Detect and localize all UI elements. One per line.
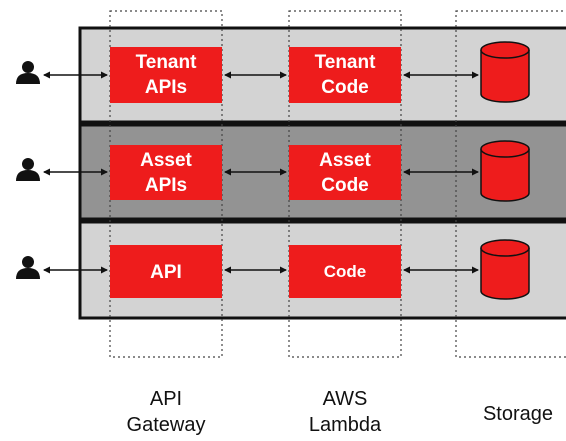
tenant-apis-label-line2: APIs bbox=[145, 77, 187, 98]
asset-code-label-line2: Code bbox=[321, 175, 369, 196]
asset-code-box: Asset Code bbox=[289, 145, 401, 200]
column-label-aws-lambda-line2: Lambda bbox=[309, 414, 382, 436]
column-label-aws-lambda-line1: AWS bbox=[323, 388, 368, 410]
database-cylinder-icon bbox=[480, 239, 530, 300]
code-label: Code bbox=[324, 262, 367, 281]
asset-apis-box: Asset APIs bbox=[110, 145, 222, 200]
tenant-code-label-line1: Tenant bbox=[315, 52, 377, 73]
asset-code-label-line1: Asset bbox=[319, 150, 371, 171]
column-label-storage: Storage bbox=[483, 403, 553, 425]
api-box: API bbox=[110, 245, 222, 298]
api-label: API bbox=[150, 262, 182, 283]
column-label-api-gateway-line1: API bbox=[150, 388, 182, 410]
row-tenant: Tenant APIs Tenant Code bbox=[16, 41, 530, 103]
row-asset: Asset APIs Asset Code bbox=[16, 140, 530, 202]
database-cylinder-icon bbox=[480, 41, 530, 103]
tenant-apis-box: Tenant APIs bbox=[110, 47, 222, 103]
tenant-code-box: Tenant Code bbox=[289, 47, 401, 103]
asset-apis-label-line2: APIs bbox=[145, 175, 187, 196]
asset-apis-label-line1: Asset bbox=[140, 150, 192, 171]
user-icon bbox=[16, 256, 40, 279]
row-basic: API Code bbox=[16, 239, 530, 300]
code-box: Code bbox=[289, 245, 401, 298]
database-cylinder-icon bbox=[480, 140, 530, 202]
user-icon bbox=[16, 61, 40, 84]
tenant-code-label-line2: Code bbox=[321, 77, 369, 98]
column-outline-storage bbox=[455, 10, 566, 358]
tenant-apis-label-line1: Tenant bbox=[136, 52, 198, 73]
column-label-api-gateway-line2: Gateway bbox=[127, 414, 206, 436]
user-icon bbox=[16, 158, 40, 181]
